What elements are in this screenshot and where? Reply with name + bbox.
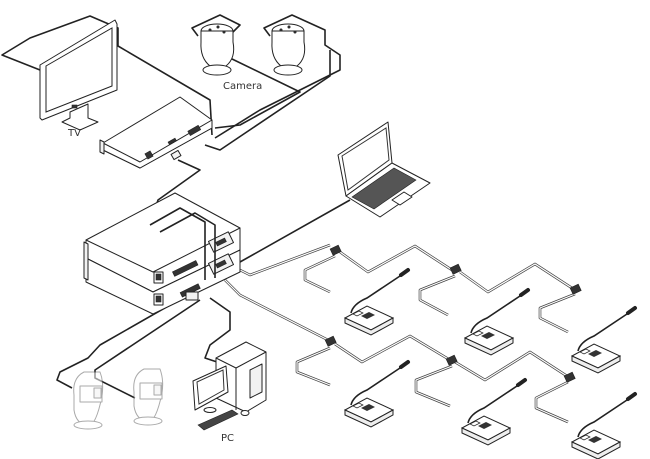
tv-cable	[1, 15, 213, 136]
tv-monitor	[39, 19, 118, 131]
host-to-mic-row2-cable	[224, 279, 329, 342]
camera-label: Camera	[223, 81, 262, 92]
camera-2-cable	[204, 14, 341, 151]
ptz-camera-2	[133, 368, 164, 426]
mic-row1-2	[463, 288, 530, 356]
host-to-pc-cable	[204, 297, 231, 363]
mic-row1-1	[343, 268, 410, 336]
laptop-cable	[239, 199, 351, 263]
mic-row2-1	[343, 360, 410, 428]
camera-1	[200, 23, 235, 76]
pc	[192, 341, 267, 431]
junction-boxes	[324, 244, 582, 383]
mic-chain-cables	[295, 244, 576, 424]
mic-row2-3	[570, 392, 637, 459]
camera-2	[271, 23, 306, 76]
tv-label: TV	[67, 128, 81, 139]
ptz-camera-1	[73, 371, 104, 430]
video-switcher	[99, 96, 213, 169]
mic-row1-3	[570, 306, 637, 374]
mic-row2-2	[460, 378, 527, 446]
main-host	[83, 192, 241, 315]
pc-label: PC	[221, 433, 234, 444]
host-top-cables	[149, 207, 216, 280]
laptop	[337, 121, 431, 218]
